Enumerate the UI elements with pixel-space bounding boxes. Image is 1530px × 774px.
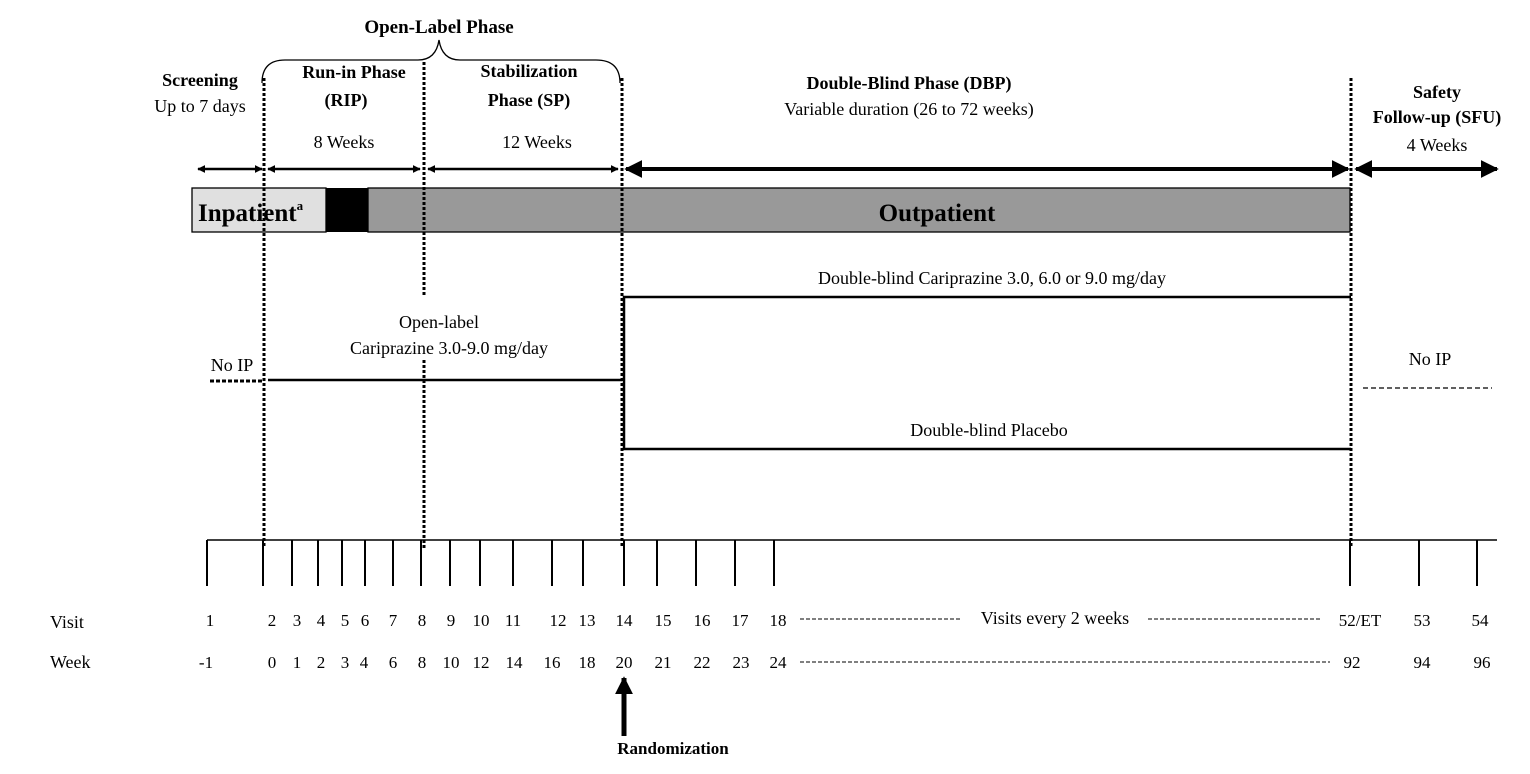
week-number: 0 <box>268 653 277 672</box>
week-number: 6 <box>389 653 398 672</box>
week-number: 14 <box>506 653 524 672</box>
screening-title: Screening <box>162 70 238 90</box>
visit-number: 7 <box>389 611 398 630</box>
visit-row-label: Visit <box>50 612 84 632</box>
open-label-phase-title: Open-Label Phase <box>364 17 513 38</box>
week-row-label: Week <box>50 652 91 672</box>
week-number: 8 <box>418 653 427 672</box>
visit-number: 54 <box>1472 611 1490 630</box>
randomization-label: Randomization <box>617 739 729 758</box>
visit-number: 9 <box>447 611 456 630</box>
visit-number: 5 <box>341 611 350 630</box>
visit-number: 12 <box>550 611 567 630</box>
visit-number: 4 <box>317 611 326 630</box>
week-number: 94 <box>1414 653 1432 672</box>
week-number: 1 <box>293 653 302 672</box>
visit-number: 8 <box>418 611 427 630</box>
timeline-ticks <box>206 540 1478 586</box>
screening-duration: Up to 7 days <box>154 96 246 116</box>
db-cariprazine-line <box>622 295 1351 380</box>
visit-number: 2 <box>268 611 277 630</box>
visit-number: 53 <box>1414 611 1431 630</box>
visit-number: 6 <box>361 611 370 630</box>
visit-number: 52/ET <box>1339 611 1382 630</box>
visit-number: 10 <box>473 611 490 630</box>
week-number: 2 <box>317 653 326 672</box>
week-number: 20 <box>616 653 633 672</box>
week-number: 21 <box>655 653 672 672</box>
visit-number: 14 <box>616 611 634 630</box>
week-number: 96 <box>1474 653 1491 672</box>
outpatient-label: Outpatient <box>879 200 996 227</box>
safety-subtitle: Follow-up (SFU) <box>1373 107 1502 128</box>
visit-number: 15 <box>655 611 672 630</box>
visit-number: 17 <box>732 611 750 630</box>
week-number: 16 <box>544 653 561 672</box>
open-label-treatment-line1: Open-label <box>399 312 479 332</box>
week-number: 10 <box>443 653 460 672</box>
safety-title: Safety <box>1413 82 1461 102</box>
safety-duration: 4 Weeks <box>1407 135 1468 155</box>
db-placebo-label: Double-blind Placebo <box>910 420 1067 440</box>
db-cariprazine-label: Double-blind Cariprazine 3.0, 6.0 or 9.0… <box>818 268 1166 288</box>
open-label-brace <box>261 39 621 84</box>
week-number: 4 <box>360 653 369 672</box>
visit-number: 18 <box>770 611 787 630</box>
run-in-abbrev: (RIP) <box>325 90 368 111</box>
visit-number: 3 <box>293 611 302 630</box>
week-number: 18 <box>579 653 596 672</box>
outpatient-bar <box>367 187 1351 233</box>
run-in-duration: 8 Weeks <box>314 132 375 152</box>
visit-number: 11 <box>505 611 521 630</box>
visits-every-2-weeks: Visits every 2 weeks <box>981 608 1129 628</box>
inpatient-bar <box>191 187 327 233</box>
week-number: 22 <box>694 653 711 672</box>
stabilization-abbrev: Phase (SP) <box>488 90 571 111</box>
week-number: 92 <box>1344 653 1361 672</box>
no-ip-right-label: No IP <box>1409 349 1452 369</box>
week-number: -1 <box>199 653 213 672</box>
week-number: 23 <box>733 653 750 672</box>
inpatient-label: Inpatienta <box>198 198 304 227</box>
db-placebo-line <box>622 380 1351 451</box>
double-blind-duration: Variable duration (26 to 72 weeks) <box>784 99 1033 120</box>
transition-bar <box>326 188 368 232</box>
stabilization-duration: 12 Weeks <box>502 132 572 152</box>
week-number: 12 <box>473 653 490 672</box>
stabilization-title: Stabilization <box>480 61 577 81</box>
no-ip-left-label: No IP <box>211 355 254 375</box>
visit-number: 13 <box>579 611 596 630</box>
double-blind-title: Double-Blind Phase (DBP) <box>806 73 1011 94</box>
open-label-treatment-line2: Cariprazine 3.0-9.0 mg/day <box>350 338 548 358</box>
week-number: 24 <box>770 653 788 672</box>
inpatient-footnote: a <box>297 198 304 213</box>
run-in-title: Run-in Phase <box>302 62 406 82</box>
visit-number: 16 <box>694 611 711 630</box>
visit-number: 1 <box>206 611 215 630</box>
week-number: 3 <box>341 653 350 672</box>
